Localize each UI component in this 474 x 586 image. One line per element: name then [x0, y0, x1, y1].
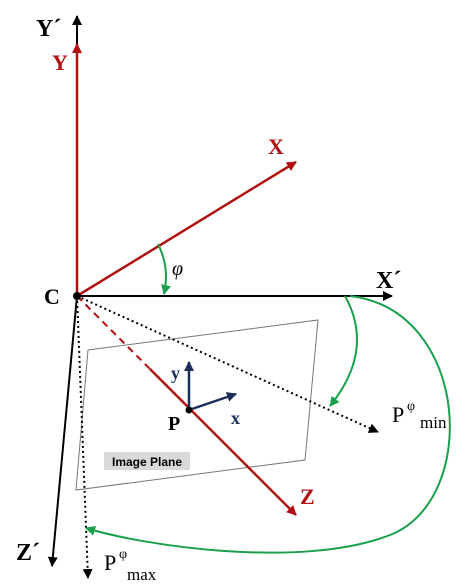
point-p — [185, 406, 193, 414]
y-prime-label: Y´ — [36, 16, 61, 42]
p-min-sub: min — [420, 413, 447, 432]
p-min-label: P φ min — [392, 399, 447, 432]
image-plane-label: Image Plane — [112, 455, 182, 469]
origin-point — [73, 292, 81, 300]
z-label: Z — [300, 484, 315, 509]
local-x-axis — [188, 392, 237, 412]
p-max-sub: max — [127, 565, 157, 584]
x-axis — [76, 160, 297, 298]
p-min-base: P — [392, 402, 404, 427]
ray-p-max — [76, 295, 93, 579]
angle-label: φ — [172, 258, 183, 280]
local-x-label: x — [231, 408, 240, 428]
y-label: Y — [52, 50, 68, 75]
z-axis — [149, 368, 297, 516]
ray-p-min — [76, 295, 379, 433]
image-plane — [75, 319, 319, 491]
arc-to-p-min — [329, 295, 358, 407]
arc-to-p-max — [85, 295, 451, 554]
p-max-label: P φ max — [104, 547, 157, 584]
image-plane-label-bg — [104, 452, 190, 470]
x-prime-label: X´ — [376, 268, 401, 294]
p-max-base: P — [104, 550, 116, 575]
p-max-sup: φ — [119, 547, 127, 562]
p-min-sup: φ — [407, 399, 415, 414]
origin-label: C — [44, 284, 60, 309]
z-prime-label: Z´ — [16, 540, 40, 566]
point-p-label: P — [168, 413, 180, 435]
local-y-label: y — [171, 363, 180, 383]
z-prime-axis — [47, 295, 78, 567]
x-label: X — [268, 134, 284, 159]
angle-phi-arc — [157, 243, 171, 295]
